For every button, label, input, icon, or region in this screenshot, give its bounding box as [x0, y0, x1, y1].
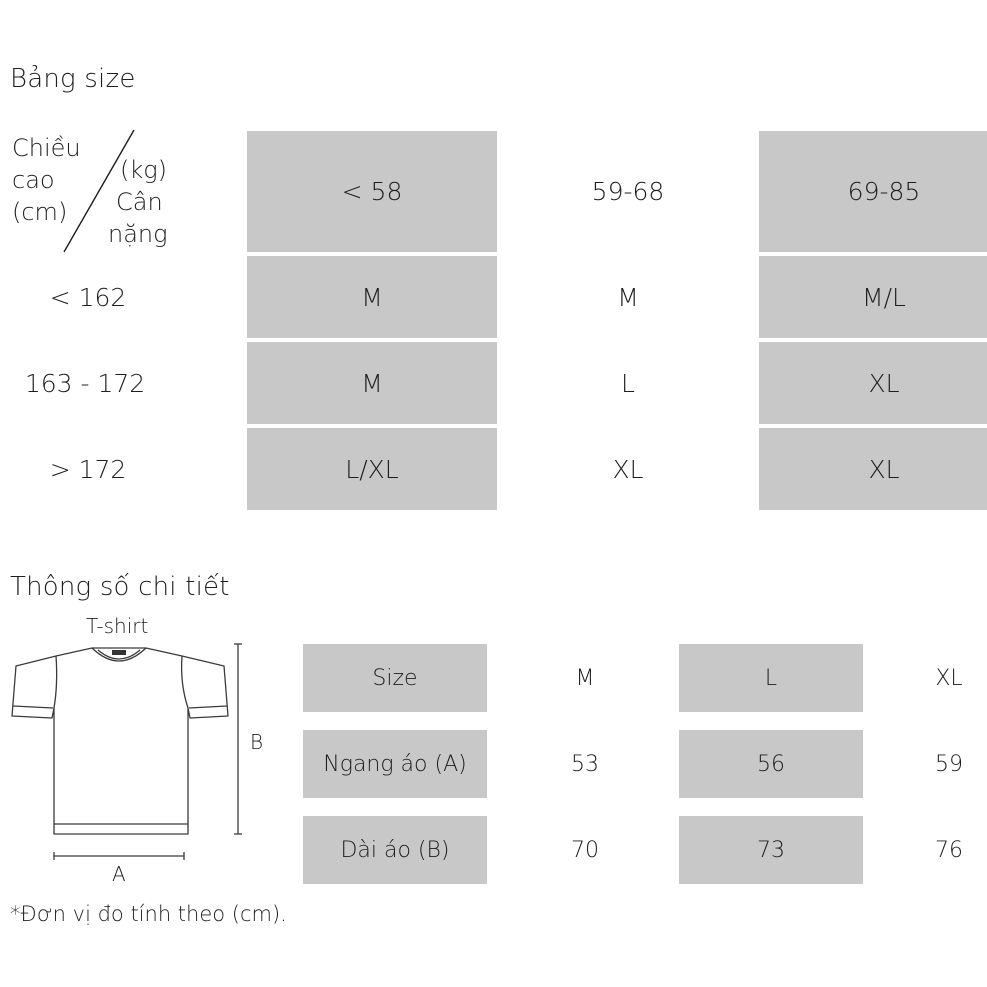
- weight-header-1: < 58: [247, 131, 497, 252]
- size-table-title: Bảng size: [10, 64, 136, 94]
- weight-header-3: 69-85: [759, 131, 987, 252]
- width-label-a: A: [112, 862, 126, 886]
- corner-height-line-2: cao: [12, 166, 55, 194]
- size-cell-r3-c2: XL: [612, 454, 644, 484]
- detail-header-m: M: [575, 665, 595, 691]
- detail-length-l: 73: [679, 816, 863, 884]
- size-cell-r3-c1: L/XL: [247, 428, 497, 510]
- height-label-row-2: 163 - 172: [24, 368, 146, 398]
- weight-header-2: 59-68: [591, 177, 665, 206]
- detail-title: Thông số chi tiết: [10, 572, 230, 602]
- corner-weight-line-3: nặng: [108, 220, 168, 248]
- size-cell-r3-c3: XL: [759, 428, 987, 510]
- size-cell-r2-c1: M: [247, 342, 497, 424]
- size-table-corner-header: Chiều cao (cm) (kg) Cân nặng: [8, 128, 248, 256]
- detail-length-xl: 76: [935, 837, 963, 863]
- corner-height-line-3: (cm): [12, 198, 68, 226]
- size-cell-r1-c2: M: [617, 282, 639, 312]
- detail-width-m: 53: [571, 751, 599, 777]
- detail-length-m: 70: [571, 837, 599, 863]
- detail-header-xl: XL: [935, 665, 963, 691]
- unit-footnote: *Đơn vị đo tính theo (cm).: [10, 902, 287, 926]
- detail-width-xl: 59: [935, 751, 963, 777]
- detail-row-label-width: Ngang áo (A): [303, 730, 487, 798]
- detail-header-l: L: [679, 644, 863, 712]
- size-cell-r2-c2: L: [621, 368, 635, 398]
- tshirt-diagram: [11, 643, 242, 860]
- tshirt-caption: T-shirt: [86, 614, 149, 638]
- detail-width-l: 56: [679, 730, 863, 798]
- length-label-b: B: [250, 730, 264, 754]
- corner-weight-line-2: Cân: [116, 188, 163, 216]
- height-label-row-1: < 162: [49, 282, 127, 312]
- corner-height-line-1: Chiều: [12, 134, 81, 162]
- size-cell-r1-c3: M/L: [759, 256, 987, 338]
- detail-header-size: Size: [303, 644, 487, 712]
- corner-diagonal-line: [63, 129, 135, 253]
- corner-weight-line-1: (kg): [120, 156, 168, 184]
- height-label-row-3: > 172: [49, 454, 127, 484]
- detail-row-label-length: Dài áo (B): [303, 816, 487, 884]
- size-cell-r1-c1: M: [247, 256, 497, 338]
- size-cell-r2-c3: XL: [759, 342, 987, 424]
